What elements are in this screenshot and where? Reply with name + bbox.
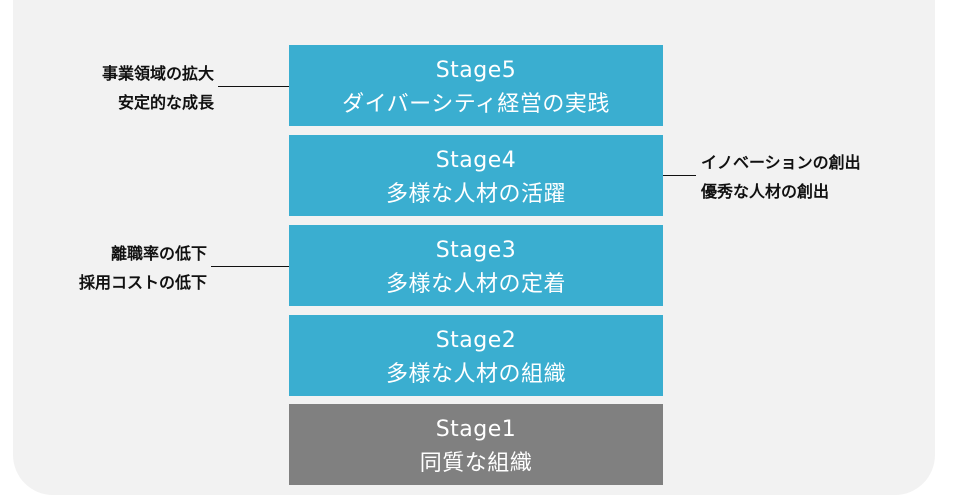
stage-1-block: Stage1 同質な組織: [289, 404, 663, 485]
stage-3-annotation-line1: 離職率の低下: [110, 244, 207, 263]
stage-5-annotation-line1: 事業領域の拡大: [101, 64, 214, 83]
stage-5-annotation-line2: 安定的な成長: [117, 93, 214, 112]
stage-4-subtitle: 多様な人材の活躍: [385, 182, 566, 207]
stage-3-subtitle: 多様な人材の定着: [385, 272, 566, 297]
stage-3-annotation: 離職率の低下 採用コストの低下: [79, 239, 207, 297]
stage-3-title: Stage3: [435, 238, 517, 263]
stage-5-connector: [218, 86, 289, 87]
stage-1-title: Stage1: [435, 417, 517, 442]
stage-4-annotation-line2: 優秀な人材の創出: [701, 182, 830, 201]
stage-3-block: Stage3 多様な人材の定着: [289, 225, 663, 306]
stage-3-annotation-line2: 採用コストの低下: [78, 273, 207, 292]
stage-5-annotation: 事業領域の拡大 安定的な成長: [102, 59, 214, 117]
stage-2-subtitle: 多様な人材の組織: [385, 362, 566, 387]
stage-5-subtitle: ダイバーシティ経営の実践: [342, 92, 610, 117]
stage-4-title: Stage4: [435, 148, 517, 173]
stage-3-connector: [211, 266, 289, 267]
stage-5-block: Stage5 ダイバーシティ経営の実践: [289, 45, 663, 126]
stage-2-block: Stage2 多様な人材の組織: [289, 315, 663, 396]
stage-4-block: Stage4 多様な人材の活躍: [289, 135, 663, 216]
stage-4-connector: [663, 175, 696, 176]
stage-2-title: Stage2: [435, 328, 517, 353]
stage-1-subtitle: 同質な組織: [419, 451, 533, 476]
stage-5-title: Stage5: [435, 58, 517, 83]
stage-4-annotation: イノベーションの創出 優秀な人材の創出: [701, 148, 861, 206]
stage-4-annotation-line1: イノベーションの創出: [701, 153, 861, 172]
